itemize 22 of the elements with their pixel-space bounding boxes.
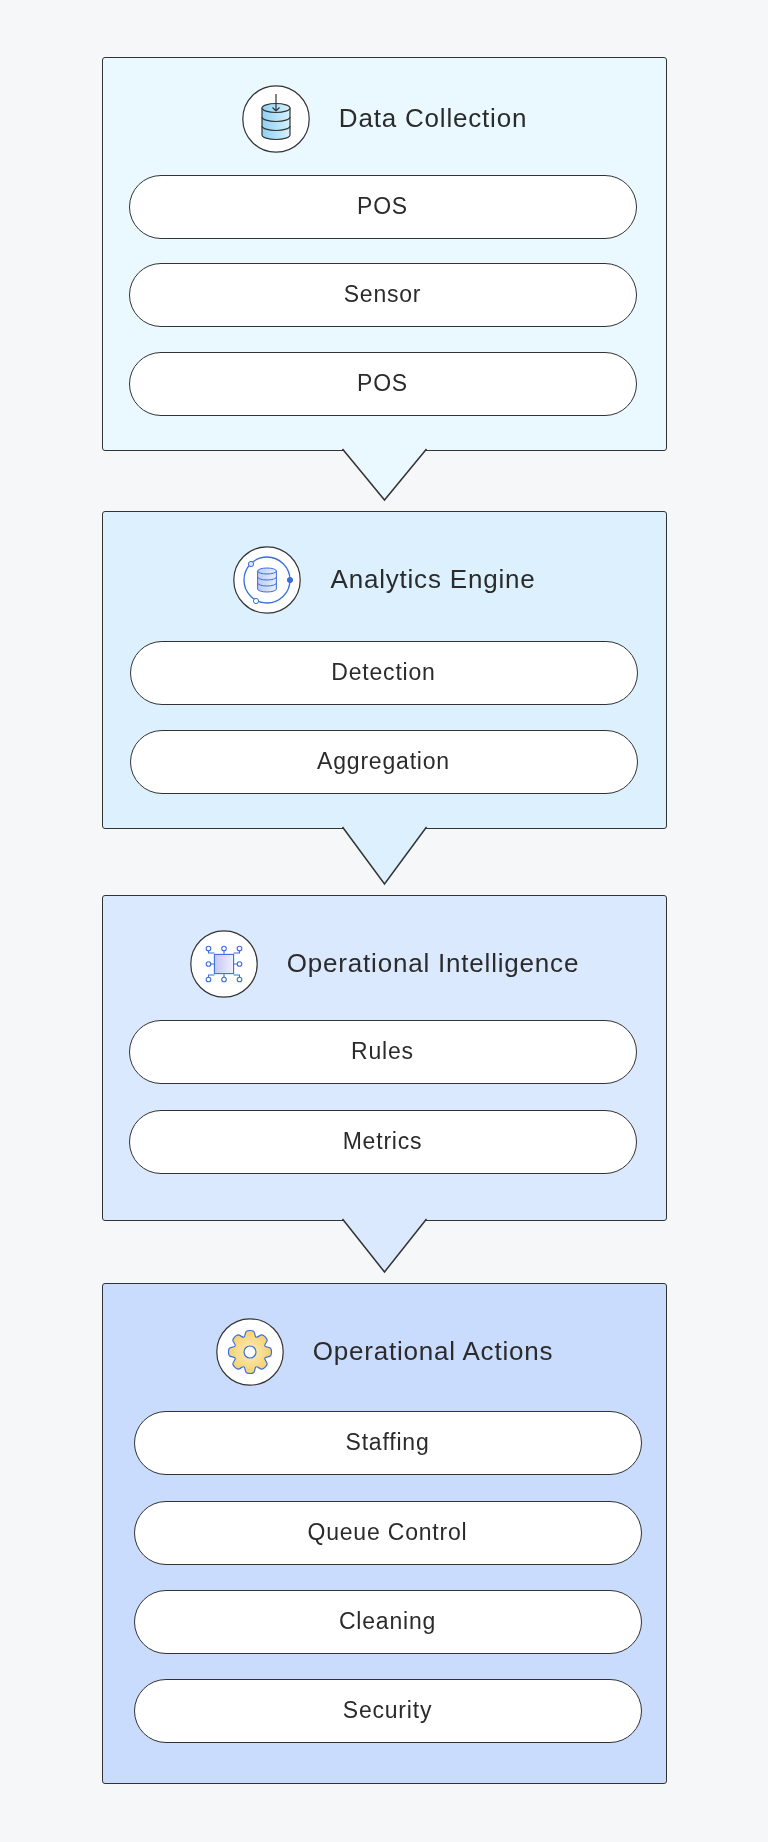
panel-title: Operational Actions — [312, 1335, 554, 1368]
step-label: POS — [357, 192, 408, 221]
step-label: POS — [357, 369, 408, 398]
pointer-arrow — [341, 826, 428, 886]
step-label: Rules — [351, 1037, 414, 1066]
panel-title: Operational Intelligence — [286, 947, 580, 980]
stage-panel — [102, 511, 667, 829]
step-label: Aggregation — [317, 747, 450, 776]
pointer-arrow — [341, 448, 428, 502]
stage-panel — [102, 1283, 667, 1784]
panel-title: Data Collection — [338, 102, 528, 135]
step-label: Cleaning — [338, 1607, 437, 1636]
stage-panel — [102, 57, 667, 451]
stage-panel — [102, 895, 667, 1221]
step-label: Queue Control — [307, 1518, 468, 1547]
step-label: Staffing — [345, 1428, 430, 1457]
step-label: Metrics — [342, 1127, 423, 1156]
step-label: Sensor — [343, 280, 422, 309]
step-label: Detection — [331, 658, 436, 687]
panel-title: Analytics Engine — [330, 563, 536, 596]
step-label: Security — [342, 1696, 433, 1725]
pointer-arrow — [341, 1218, 428, 1274]
